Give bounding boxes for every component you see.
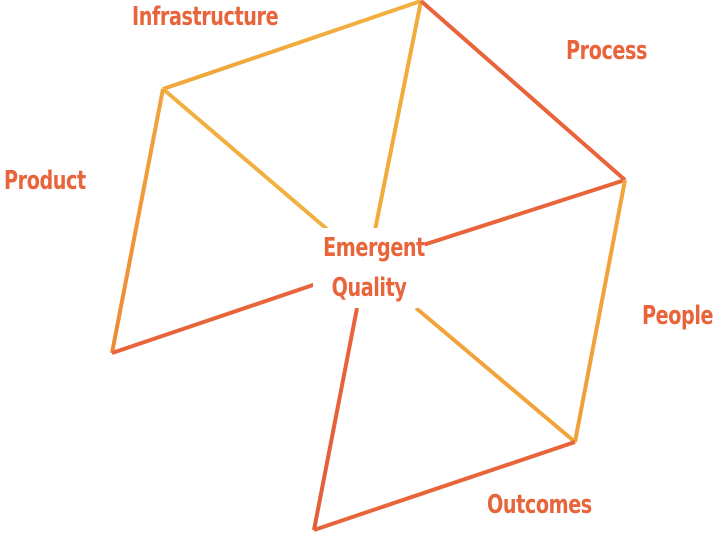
product-edge-outer bbox=[110, 88, 165, 354]
label-people: People bbox=[642, 301, 714, 331]
center-label-line2: Quality bbox=[331, 273, 407, 303]
outcomes-edge-spoke bbox=[312, 307, 359, 531]
center-label-line1: Emergent bbox=[323, 233, 425, 263]
infrastructure-edge-inner bbox=[373, 0, 423, 231]
center-label-emergent-quality: Emergent Quality bbox=[313, 228, 425, 308]
label-outcomes: Outcomes bbox=[487, 490, 592, 520]
process-edge-outer bbox=[419, 0, 627, 182]
people-edge-outer bbox=[573, 179, 627, 443]
label-process: Process bbox=[566, 36, 648, 66]
infrastructure-edge-top bbox=[162, 0, 422, 91]
infrastructure-edge-spoke bbox=[161, 87, 330, 232]
people-edge-spoke bbox=[414, 306, 577, 444]
label-product: Product bbox=[4, 166, 86, 196]
product-edge-spoke bbox=[111, 282, 317, 355]
outcomes-edge-outer bbox=[313, 440, 576, 532]
process-edge-spoke bbox=[419, 178, 626, 248]
label-infrastructure: Infrastructure bbox=[132, 2, 279, 32]
